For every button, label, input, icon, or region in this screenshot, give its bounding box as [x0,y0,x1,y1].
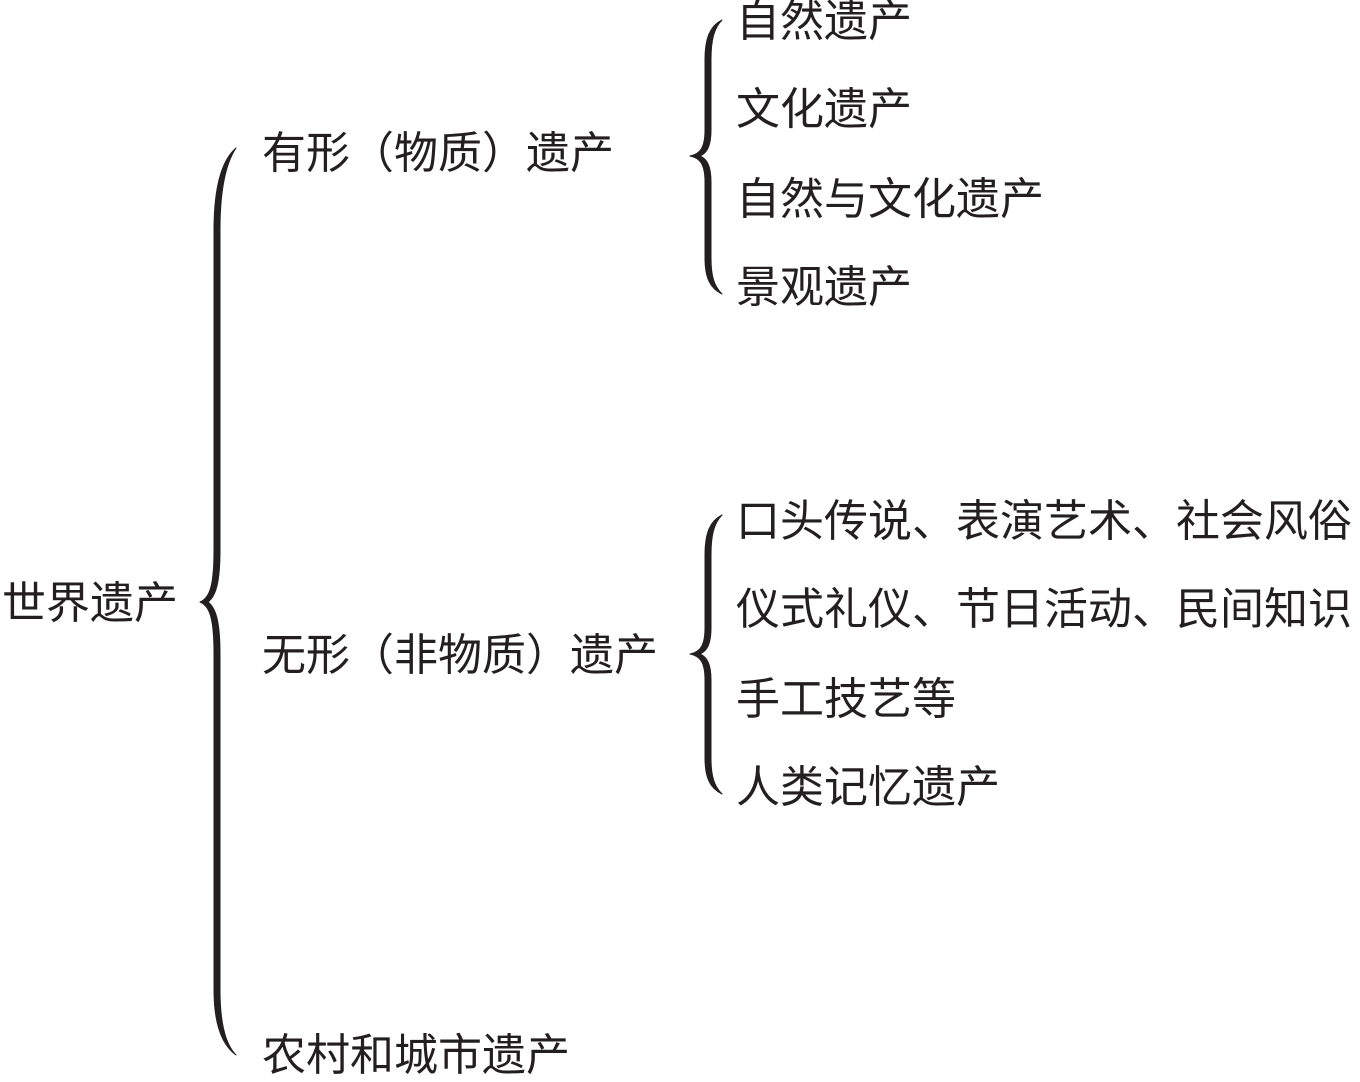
intangible-brace [689,514,723,795]
tangible-brace [689,19,723,295]
leaf-craftsmanship: 手工技艺等 [736,674,956,725]
branch-rural-urban-label: 农村和城市遗产 [262,1030,570,1081]
branch-tangible-label: 有形（物质）遗产 [262,128,614,179]
leaf-mixed-heritage: 自然与文化遗产 [736,174,1044,225]
leaf-rituals-festivals: 仪式礼仪、节日活动、民间知识 [736,584,1352,635]
leaf-landscape-heritage: 景观遗产 [736,262,912,313]
branch-intangible-label: 无形（非物质）遗产 [262,630,658,681]
leaf-natural-heritage: 自然遗产 [736,0,912,47]
leaf-oral-traditions: 口头传说、表演艺术、社会风俗 [736,496,1352,547]
leaf-memory-heritage: 人类记忆遗产 [736,762,1000,813]
root-label: 世界遗产 [2,578,178,629]
leaf-cultural-heritage: 文化遗产 [736,84,912,135]
root-brace [199,147,237,1056]
